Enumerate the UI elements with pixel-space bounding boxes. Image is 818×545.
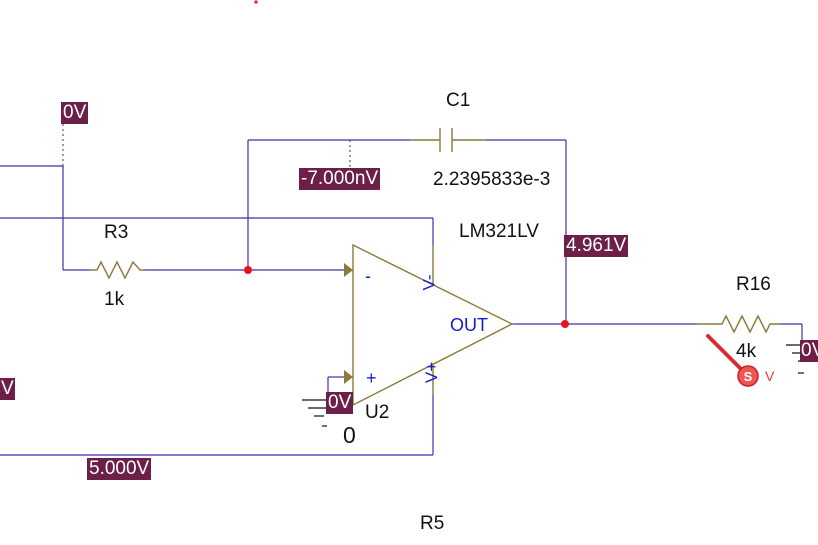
voltage-tag-supply[interactable]: 5.000V (87, 458, 152, 480)
u2-model-label: LM321LV (459, 221, 539, 242)
probe-suffix: V (765, 368, 775, 384)
r5-name-label: R5 (420, 513, 445, 534)
voltage-tag-top-left[interactable]: 0V (61, 102, 89, 124)
wires (0, 139, 803, 456)
junction-output (561, 320, 569, 328)
voltage-tag-inverting-node[interactable]: -7.000nV (299, 168, 381, 190)
r3-name-label: R3 (104, 222, 129, 243)
voltage-tag-output[interactable]: 4.961V (564, 235, 629, 257)
probe-dashed-leads (62, 124, 351, 168)
r16-name-label: R16 (736, 274, 771, 295)
capacitor-c1[interactable] (410, 128, 486, 152)
junction-inverting (244, 266, 252, 274)
probe-letter: S (744, 369, 753, 384)
inverting-input-arrow (344, 263, 353, 277)
u2-name-label: U2 (365, 402, 390, 423)
c1-name-label: C1 (446, 90, 471, 111)
opamp-pin-vminus: V- (419, 274, 439, 291)
r3-value-label: 1k (104, 289, 125, 310)
opamp-pin-out: OUT (450, 315, 488, 335)
voltage-tag-left-edge[interactable]: V (0, 378, 15, 400)
voltage-probe-icon[interactable]: S V (706, 334, 775, 387)
resistor-r16[interactable] (697, 314, 780, 334)
opamp-pin-minus: - (365, 266, 371, 286)
junctions (244, 0, 569, 328)
resistor-r3[interactable] (90, 260, 145, 280)
voltage-tag-right-edge[interactable]: 0V (800, 340, 818, 362)
opamp-pin-plus: + (366, 368, 377, 388)
voltage-tag-noninv-ground[interactable]: 0V (326, 392, 354, 414)
c1-value-label: 2.2395833e-3 (433, 169, 551, 190)
r16-value-label: 4k (736, 341, 757, 362)
noninverting-input-arrow (344, 370, 353, 384)
ground-node-label: 0 (343, 422, 356, 448)
opamp-pin-vplus: V+ (422, 361, 442, 384)
junction-top-marker (254, 0, 258, 4)
